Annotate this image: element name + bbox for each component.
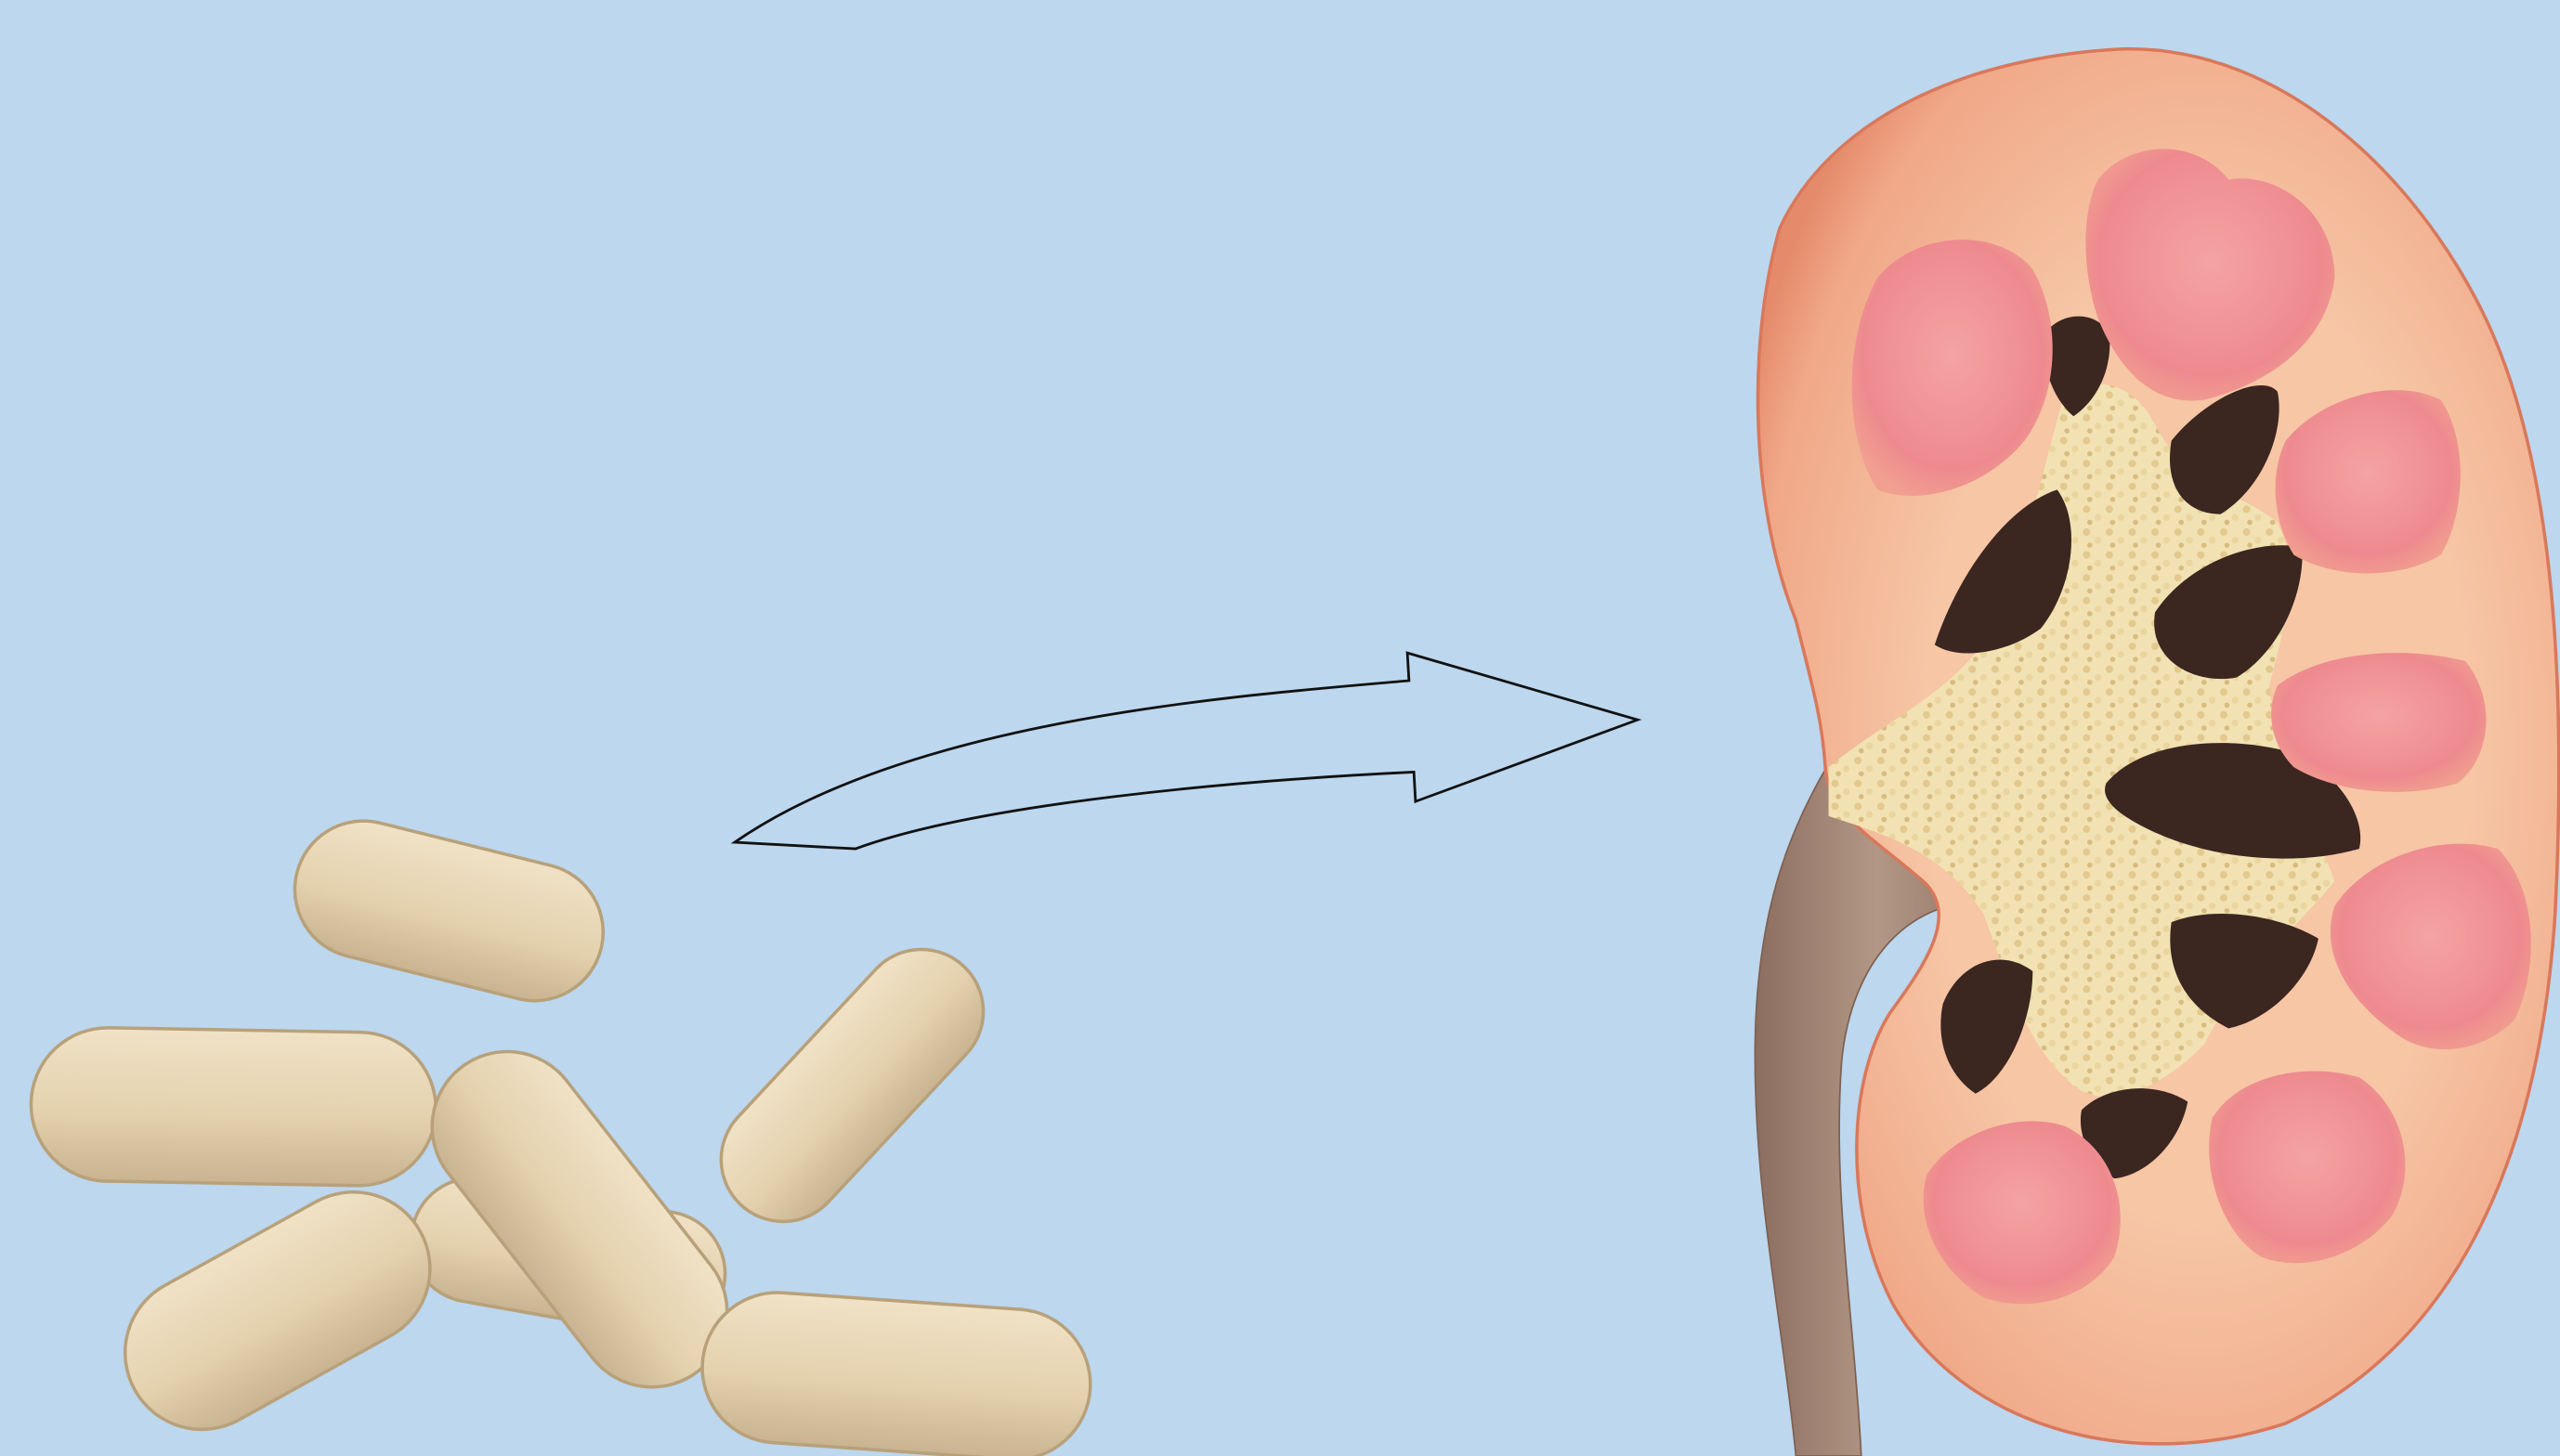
rod-bacterium-icon	[696, 924, 1009, 1247]
kidney-cross-section-icon	[1755, 49, 2558, 1456]
rod-bacterium-icon	[98, 1164, 458, 1456]
rod-bacterium-icon	[698, 1288, 1096, 1456]
bacteria-group	[30, 806, 1095, 1456]
rod-bacterium-icon	[281, 806, 618, 1015]
curved-arrow-icon	[735, 653, 1638, 849]
rod-bacterium-icon	[30, 1026, 438, 1187]
